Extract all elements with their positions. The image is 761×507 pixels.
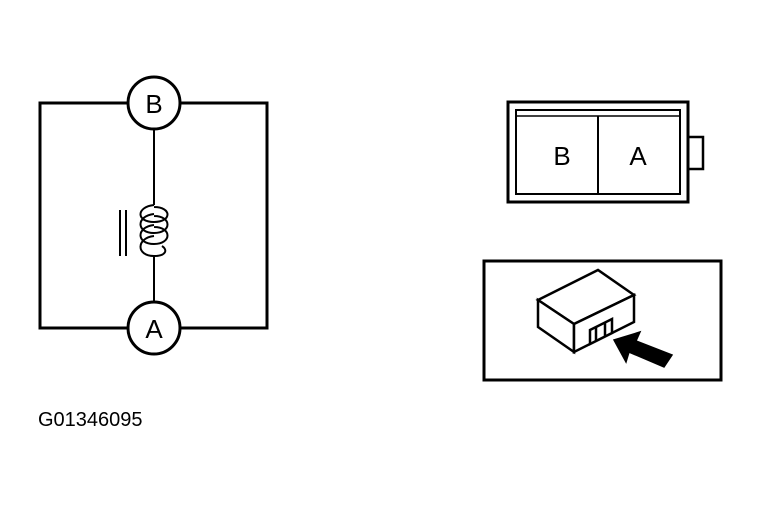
locator-frame [482,259,723,382]
terminal-a-circle [126,300,182,356]
arrow-icon [612,330,674,368]
wire-left [38,101,128,330]
module-icon [535,268,637,355]
terminal-b-circle [126,75,182,131]
terminal-b-label: B [145,89,162,119]
pin-b-label: B [553,141,570,171]
connector-latch [686,135,705,171]
locator-view [482,259,723,382]
figure-code: G01346095 [38,409,143,431]
pin-a-label: A [629,141,647,171]
terminal-a-label: A [145,314,163,344]
wire-right [180,101,269,330]
circuit-schematic [38,75,269,356]
connector-face [506,100,705,204]
coil-icon [119,204,169,258]
